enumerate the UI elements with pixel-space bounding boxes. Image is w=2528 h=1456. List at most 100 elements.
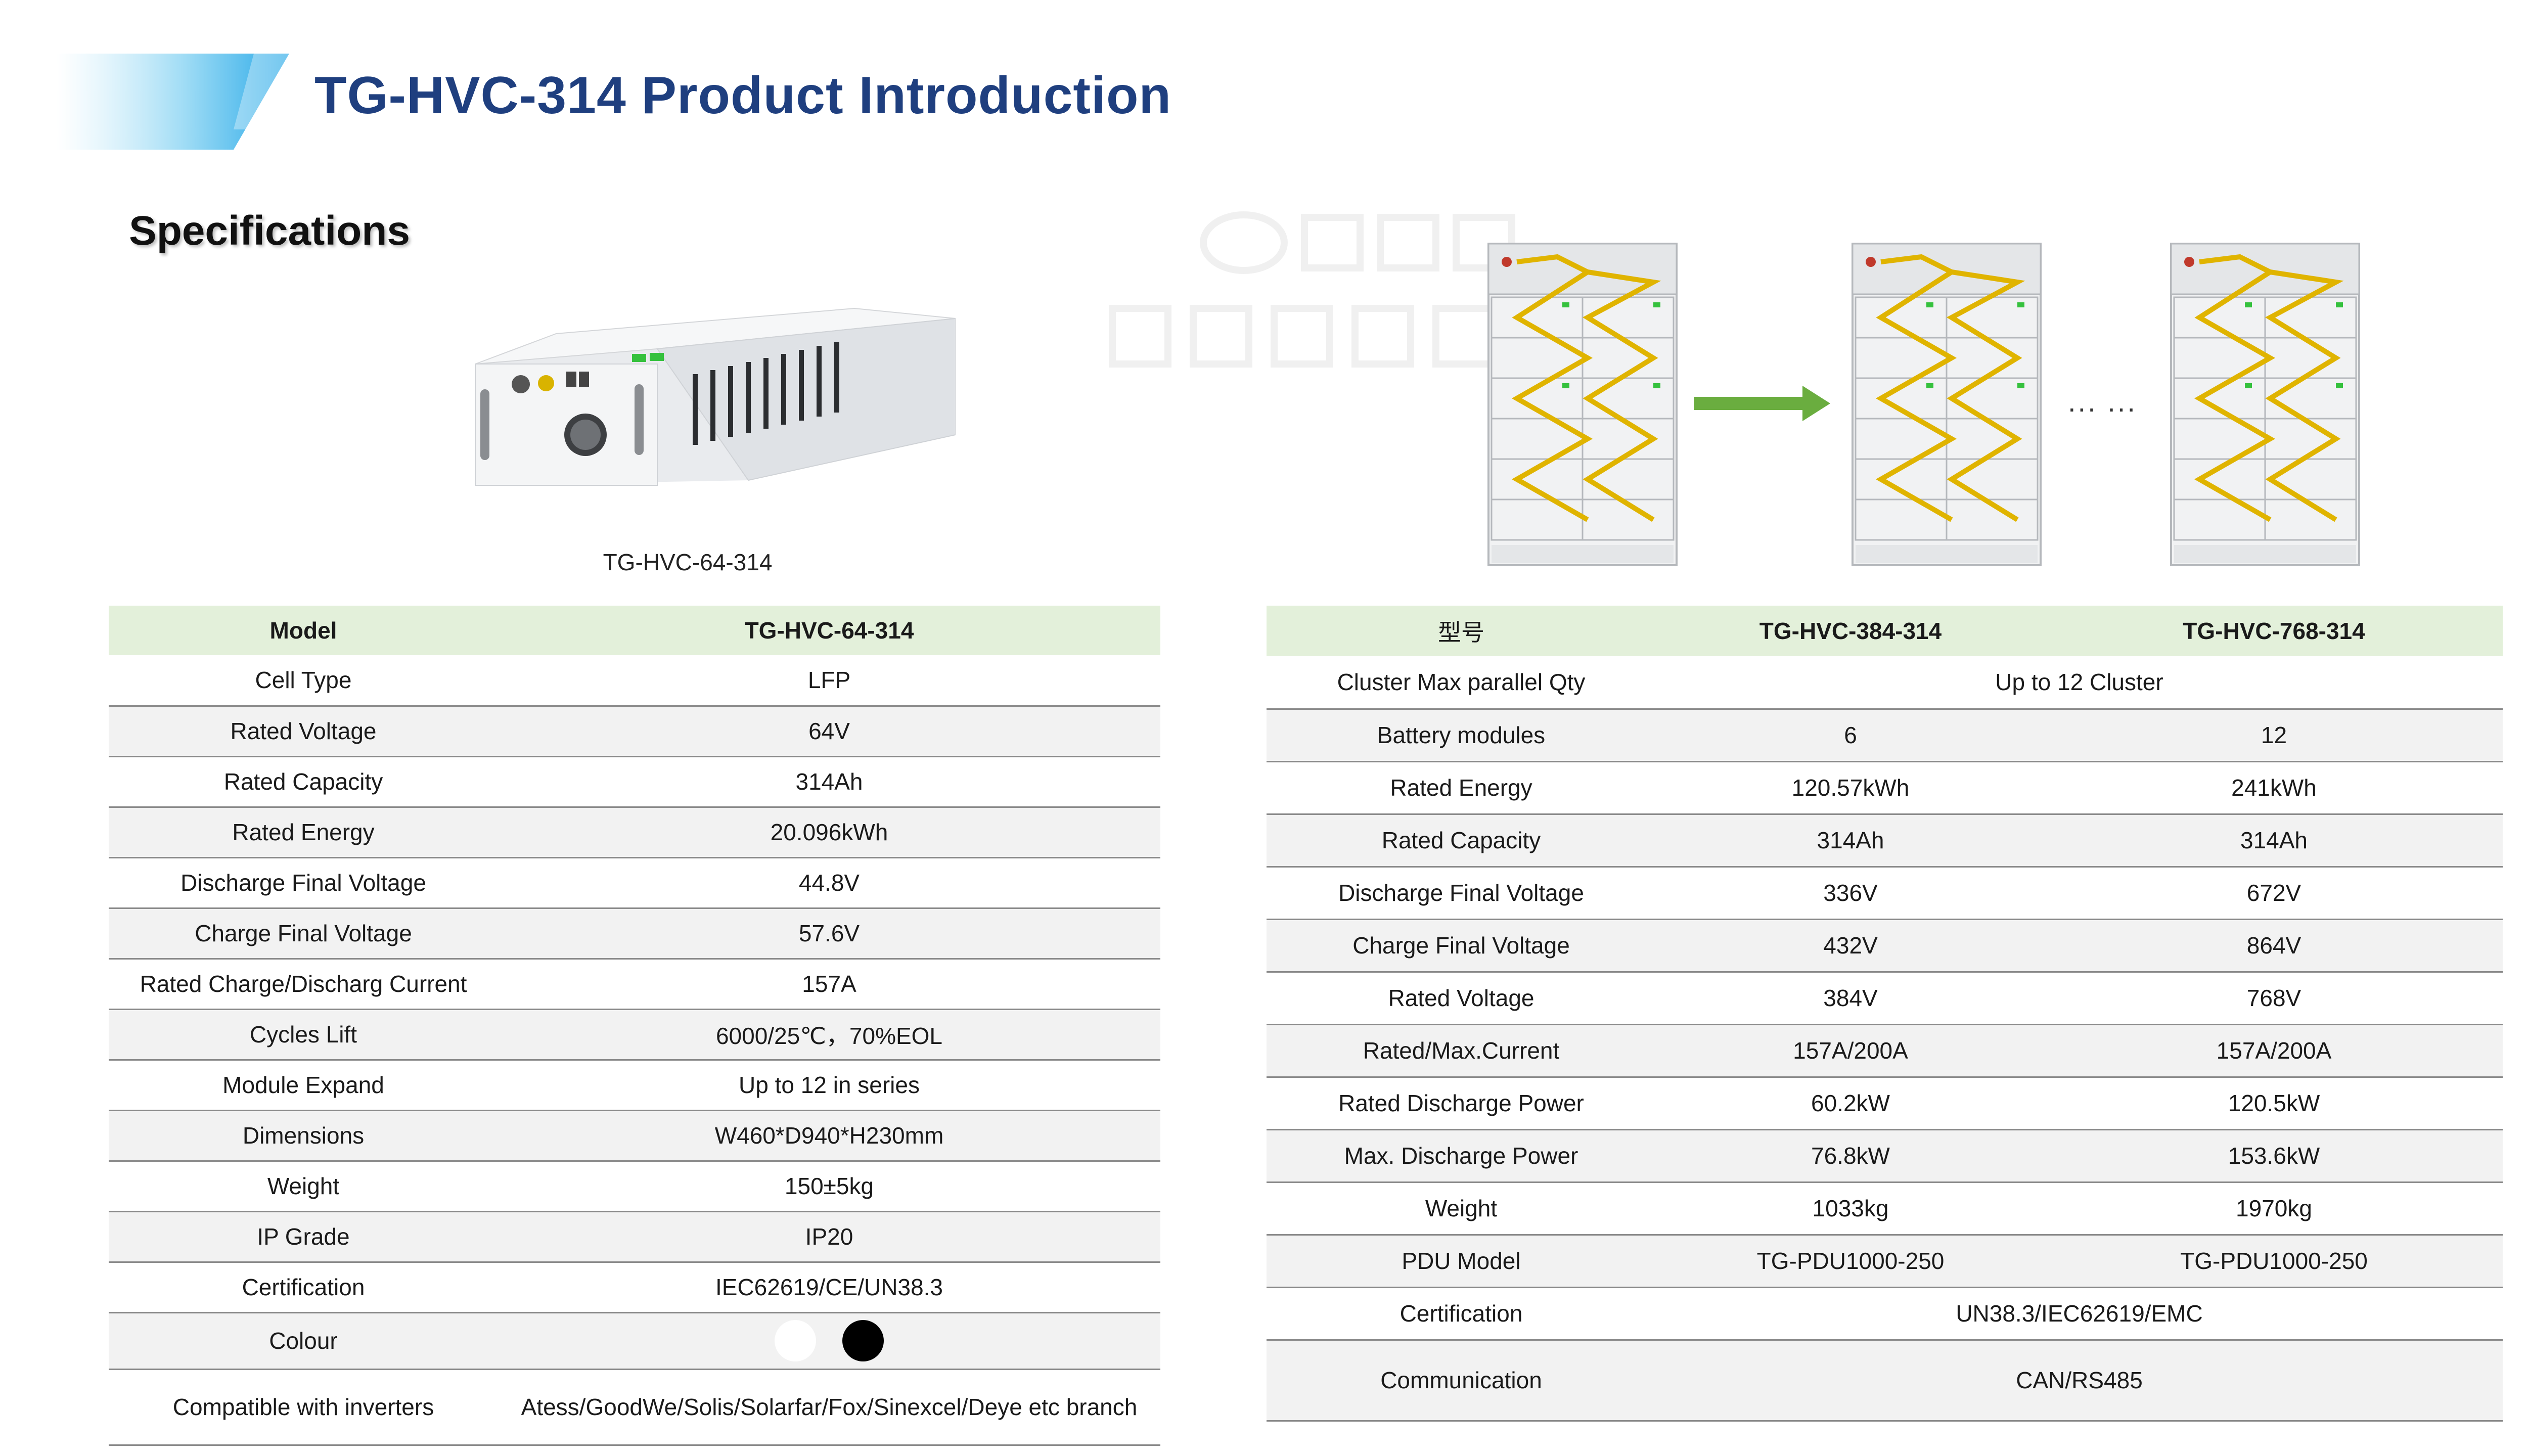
spec-value: 314Ah xyxy=(498,756,1160,808)
spec-value: 241kWh xyxy=(2045,761,2503,815)
expand-arrow-icon xyxy=(1694,386,1830,421)
spec-label: Compatible with inverters xyxy=(109,1369,498,1446)
spec-label: Colour xyxy=(109,1312,498,1370)
spec-value: W460*D940*H230mm xyxy=(498,1110,1160,1162)
spec-value: 1970kg xyxy=(2045,1182,2503,1236)
spec-label: Max. Discharge Power xyxy=(1267,1129,1656,1183)
black-colour-swatch xyxy=(842,1320,884,1361)
spec-label: Rated Energy xyxy=(1267,761,1656,815)
spec-value: LFP xyxy=(498,655,1160,707)
spec-value: 336V xyxy=(1656,867,2045,920)
title-decoration xyxy=(57,54,289,150)
spec-label: Rated Capacity xyxy=(109,756,498,808)
spec-label: Certification xyxy=(109,1262,498,1313)
section-title: Specifications xyxy=(129,208,410,254)
white-colour-swatch xyxy=(774,1320,816,1361)
table-header-cell: Model xyxy=(109,606,498,655)
spec-label: PDU Model xyxy=(1267,1235,1656,1288)
spec-label: Rated Discharge Power xyxy=(1267,1077,1656,1130)
spec-value: UN38.3/IEC62619/EMC xyxy=(1656,1287,2503,1341)
spec-value: IP20 xyxy=(498,1211,1160,1263)
spec-label: Communication xyxy=(1267,1340,1656,1422)
spec-value: IEC62619/CE/UN38.3 xyxy=(498,1262,1160,1313)
spec-value: 384V xyxy=(1656,972,2045,1025)
spec-label: Cell Type xyxy=(109,655,498,707)
spec-value: 157A xyxy=(498,959,1160,1010)
spec-value: 314Ah xyxy=(2045,814,2503,868)
spec-value: CAN/RS485 xyxy=(1656,1340,2503,1422)
battery-cabinet-icon xyxy=(1852,243,2042,566)
spec-value: 57.6V xyxy=(498,908,1160,960)
spec-label: Battery modules xyxy=(1267,709,1656,762)
spec-value: 864V xyxy=(2045,919,2503,973)
spec-label: Discharge Final Voltage xyxy=(1267,867,1656,920)
spec-value: 60.2kW xyxy=(1656,1077,2045,1130)
table-header-cell: TG-HVC-768-314 xyxy=(2045,606,2503,656)
cluster-spec-table: 型号 TG-HVC-384-314 TG-HVC-768-314 Cluster… xyxy=(1267,606,2503,1422)
page-title: TG-HVC-314 Product Introduction xyxy=(314,66,1171,125)
spec-label: Weight xyxy=(1267,1182,1656,1236)
spec-label: Weight xyxy=(109,1161,498,1212)
spec-label: Charge Final Voltage xyxy=(1267,919,1656,973)
table-header-cell: TG-HVC-64-314 xyxy=(498,606,1160,655)
spec-value: 12 xyxy=(2045,709,2503,762)
spec-label: Module Expand xyxy=(109,1060,498,1111)
spec-value: 64V xyxy=(498,706,1160,757)
battery-module-image xyxy=(475,307,956,486)
spec-value: 672V xyxy=(2045,867,2503,920)
spec-value: 20.096kWh xyxy=(498,807,1160,858)
spec-value: 76.8kW xyxy=(1656,1129,2045,1183)
spec-value: TG-PDU1000-250 xyxy=(1656,1235,2045,1288)
battery-cabinet-icon xyxy=(2170,243,2360,566)
spec-label: Cluster Max parallel Qty xyxy=(1267,656,1656,710)
table-header-row: Model TG-HVC-64-314 xyxy=(109,606,1160,655)
spec-label: Rated/Max.Current xyxy=(1267,1024,1656,1078)
spec-value: 314Ah xyxy=(1656,814,2045,868)
spec-value: 157A/200A xyxy=(1656,1024,2045,1078)
colour-swatches xyxy=(498,1312,1160,1370)
spec-label: Certification xyxy=(1267,1287,1656,1341)
product-caption: TG-HVC-64-314 xyxy=(603,549,773,575)
table-header-row: 型号 TG-HVC-384-314 TG-HVC-768-314 xyxy=(1267,606,2503,656)
spec-value: 157A/200A xyxy=(2045,1024,2503,1078)
spec-value: 768V xyxy=(2045,972,2503,1025)
spec-value: 120.5kW xyxy=(2045,1077,2503,1130)
spec-value: 153.6kW xyxy=(2045,1129,2503,1183)
spec-label: Rated Capacity xyxy=(1267,814,1656,868)
table-header-cell: 型号 xyxy=(1267,606,1656,656)
spec-label: IP Grade xyxy=(109,1211,498,1263)
spec-label: Dimensions xyxy=(109,1110,498,1162)
spec-label: Charge Final Voltage xyxy=(109,908,498,960)
ellipsis-text: ... ... xyxy=(2068,386,2137,418)
spec-label: Discharge Final Voltage xyxy=(109,857,498,909)
spec-value: 120.57kWh xyxy=(1656,761,2045,815)
spec-label: Cycles Lift xyxy=(109,1009,498,1061)
spec-label: Rated Energy xyxy=(109,807,498,858)
